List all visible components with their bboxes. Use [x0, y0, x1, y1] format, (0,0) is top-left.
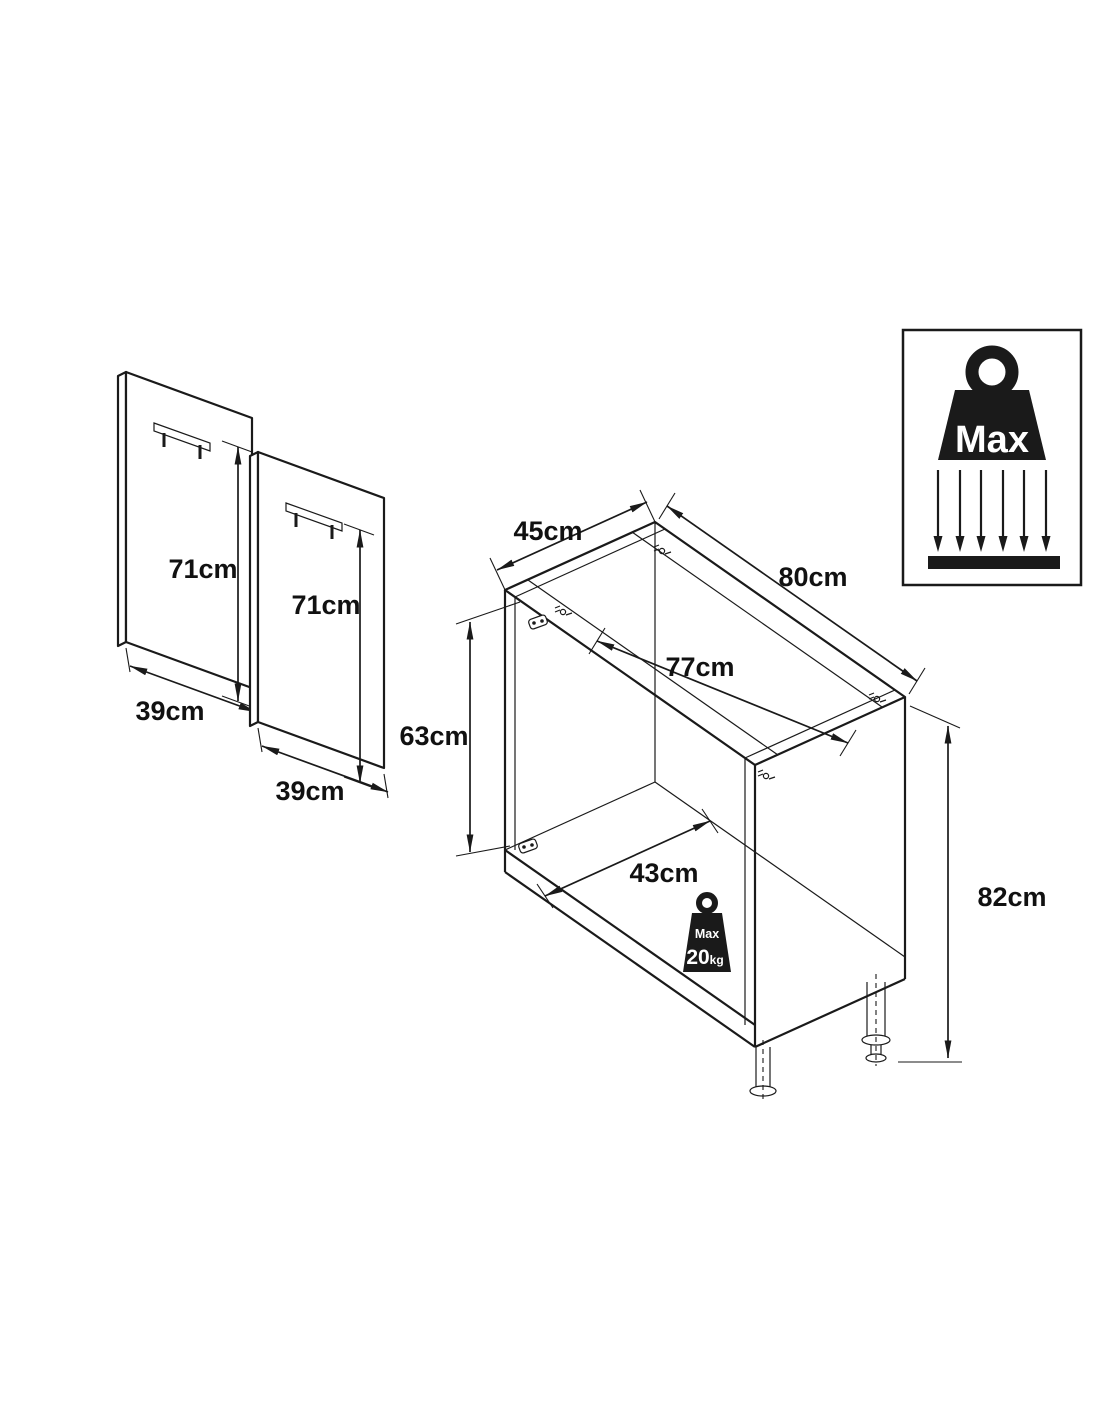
inner-depth-label: 43cm: [629, 858, 698, 888]
cabinet-dimensions: 45cm 80cm 77cm 63cm 43cm: [399, 489, 1047, 1063]
weight-icon: Max: [938, 345, 1046, 461]
dimension-door2-height: 71cm: [291, 523, 375, 789]
inner-height-label: 63cm: [399, 721, 468, 751]
door-left-edge: [116, 370, 128, 648]
door2-height-label: 71cm: [291, 590, 360, 620]
door1-width-label: 39cm: [135, 696, 204, 726]
shelf-max-label: Max: [695, 927, 719, 941]
door-right-edge: [248, 450, 260, 728]
dimension-inner-depth: 43cm: [536, 808, 719, 909]
door-left-front: [124, 370, 254, 690]
dimension-door2-width: 39cm: [257, 727, 389, 806]
door2-width-label: 39cm: [275, 776, 344, 806]
dimension-inner-width: 77cm: [588, 627, 857, 757]
door-panels: 71cm 39cm 71cm 39cm: [116, 370, 389, 806]
dimension-total-height: 82cm: [898, 705, 1047, 1063]
front-leg: [749, 1040, 777, 1100]
right-leg: [861, 974, 891, 1066]
cabinet-top-rim: [503, 520, 907, 767]
max-label: Max: [955, 419, 1029, 461]
shelf-weight-label: 20kg: [686, 946, 723, 969]
inner-width-label: 77cm: [665, 652, 734, 682]
door-panel-right: [248, 450, 386, 770]
cam-fitting-icon: [757, 769, 776, 780]
door-right-handle-icon: [285, 502, 343, 539]
dimension-inner-height: 63cm: [399, 601, 521, 857]
door-panel-left: [116, 370, 254, 690]
dimension-top-depth: 45cm: [489, 489, 657, 593]
door1-height-label: 71cm: [168, 554, 237, 584]
hinge-plate-icon: [517, 837, 539, 855]
total-height-label: 82cm: [977, 882, 1046, 912]
top-depth-label: 45cm: [513, 516, 582, 546]
cabinet-body: [503, 520, 907, 1100]
pressure-arrows-icon: [928, 470, 1060, 569]
door-left-handle-icon: [153, 422, 211, 459]
dimension-top-width: 80cm: [658, 492, 926, 695]
top-width-label: 80cm: [778, 562, 847, 592]
hinge-plate-icon: [527, 613, 549, 631]
max-load-badge: Max: [901, 328, 1083, 587]
shelf-load-badge: Max 20kg: [683, 892, 731, 972]
